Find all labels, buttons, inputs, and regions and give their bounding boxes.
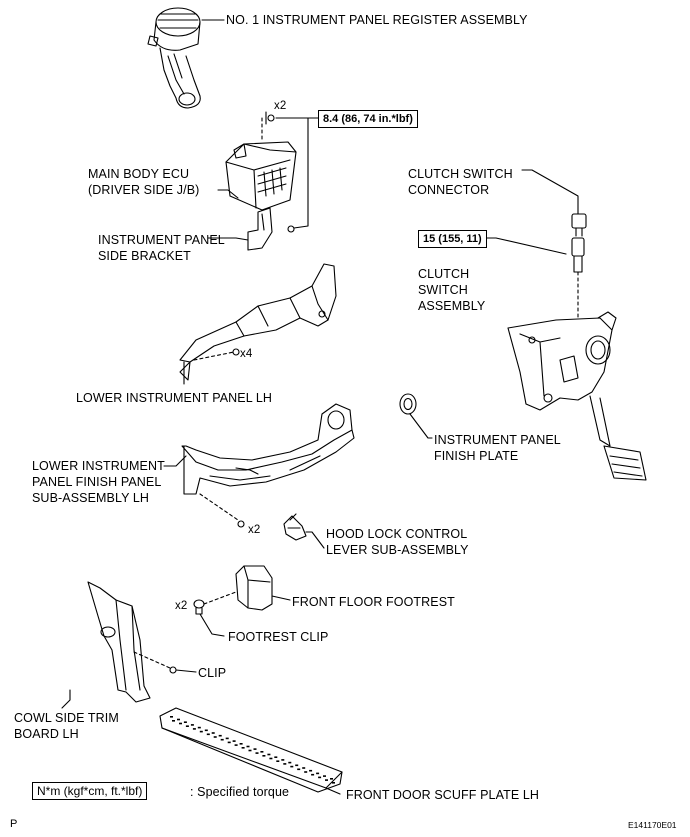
scuff-pattern-mark <box>241 747 245 749</box>
label-x4: x4 <box>240 348 253 360</box>
scuff-pattern-mark <box>283 763 287 765</box>
scuff-pattern-mark <box>246 745 250 748</box>
scuff-pattern-mark <box>325 779 328 781</box>
scuff-pattern-mark <box>318 776 322 779</box>
scuff-pattern-mark <box>316 772 320 775</box>
scuff-pattern-mark <box>248 749 252 752</box>
label-cowl-side-trim: COWL SIDE TRIM BOARD LH <box>14 711 119 741</box>
leader-clip <box>175 669 197 673</box>
scuff-pattern-mark <box>281 759 285 761</box>
scuff-pattern-mark <box>199 730 203 733</box>
label-x2-mid: x2 <box>248 524 261 536</box>
label-side-bracket: INSTRUMENT PANEL SIDE BRACKET <box>98 233 225 263</box>
label-lower-instrument-panel-lh: LOWER INSTRUMENT PANEL LH <box>76 391 273 405</box>
scuff-pattern-mark <box>192 728 196 730</box>
scuff-pattern-mark <box>304 771 308 773</box>
lower-panel-lh-drawing <box>179 263 337 381</box>
label-front-door-scuff-plate: FRONT DOOR SCUFF PLATE LH <box>346 788 540 802</box>
scuff-pattern-mark <box>311 773 315 776</box>
scuff-pattern-mark <box>190 724 194 726</box>
scuff-pattern-mark <box>290 765 294 768</box>
pedal-bracket-drawing <box>507 311 647 481</box>
scuff-pattern-mark <box>197 726 201 729</box>
scuff-pattern-mark <box>177 718 180 721</box>
label-clutch-switch-connector: CLUTCH SWITCH CONNECTOR <box>408 167 513 197</box>
scuff-pattern-mark <box>234 744 238 746</box>
leader-scuff <box>325 787 341 795</box>
scuff-pattern-mark <box>239 743 243 745</box>
scuff-pattern-mark <box>269 757 273 760</box>
leader-footrest <box>271 595 291 601</box>
label-x2-footrest: x2 <box>175 600 188 612</box>
scuff-pattern-mark <box>185 725 189 727</box>
label-main-body-ecu: MAIN BODY ECU (DRIVER SIDE J/B) <box>88 167 200 197</box>
scuff-pattern-mark <box>253 748 257 750</box>
footrest-clip-drawing <box>193 599 205 615</box>
label-hood-lock: HOOD LOCK CONTROL LEVER SUB-ASSEMBLY <box>326 527 469 557</box>
scuff-plate-pattern <box>170 716 335 784</box>
leader-cowl <box>61 689 71 709</box>
scuff-pattern-mark <box>206 733 210 736</box>
scuff-pattern-mark <box>302 767 306 769</box>
leader-finish-plate <box>409 413 433 439</box>
hood-lock-drawing <box>283 513 307 541</box>
footrest-drawing <box>235 565 273 611</box>
scuff-pattern-mark <box>255 752 259 754</box>
label-footrest-clip: FOOTREST CLIP <box>228 630 329 644</box>
scuff-pattern-mark <box>309 769 313 772</box>
scuff-pattern-mark <box>227 741 231 744</box>
scuff-pattern-mark <box>274 756 278 758</box>
torque-box-clutch: 15 (155, 11) <box>418 230 487 248</box>
label-clip: CLIP <box>198 666 227 680</box>
scuff-pattern-mark <box>179 722 182 725</box>
scuff-pattern-mark <box>218 734 222 737</box>
scuff-pattern-mark <box>262 755 266 757</box>
scuff-pattern-mark <box>232 740 236 742</box>
label-finish-panel: LOWER INSTRUMENT PANEL FINISH PANEL SUB-… <box>32 459 165 505</box>
clutch-switch-drawing <box>571 237 585 273</box>
legend-torque-box: N*m (kgf*cm, ft.*lbf) <box>32 782 148 800</box>
scuff-pattern-mark <box>330 778 333 780</box>
label-clutch-switch-assembly: CLUTCH SWITCH ASSEMBLY <box>418 267 486 313</box>
register-assembly-drawing <box>147 7 201 109</box>
scuff-pattern-mark <box>288 761 292 764</box>
scuff-pattern-mark <box>267 753 271 756</box>
leader-bracket <box>207 237 249 241</box>
scuff-pattern-mark <box>260 751 264 753</box>
scuff-pattern-mark <box>295 764 299 767</box>
leader-footrest-clip <box>199 613 225 637</box>
scuff-pattern-mark <box>332 782 335 784</box>
label-front-floor-footrest: FRONT FLOOR FOOTREST <box>292 595 455 609</box>
leader-ecu <box>217 189 239 199</box>
figure-id: E141170E01 <box>628 820 677 830</box>
label-x2-top: x2 <box>274 100 287 112</box>
corner-letter-p: P <box>10 818 18 830</box>
scuff-pattern-mark <box>220 738 224 741</box>
scuff-pattern-mark <box>225 737 229 740</box>
scuff-pattern-mark <box>323 775 326 777</box>
scuff-pattern-mark <box>172 720 175 722</box>
finish-panel-drawing <box>181 403 355 495</box>
label-register-assembly: NO. 1 INSTRUMENT PANEL REGISTER ASSEMBLY <box>226 13 528 27</box>
cowl-side-drawing <box>87 581 151 703</box>
scuff-pattern-mark <box>276 760 280 762</box>
scuff-pattern-mark <box>204 729 208 732</box>
scuff-pattern-mark <box>297 768 301 771</box>
leader-finish-panel <box>163 455 187 467</box>
main-body-ecu-drawing <box>225 111 297 211</box>
scuff-pattern-mark <box>170 716 173 718</box>
label-finish-plate: INSTRUMENT PANEL FINISH PLATE <box>434 433 561 463</box>
legend-torque-text: : Specified torque <box>190 785 290 799</box>
clutch-connector-drawing <box>571 213 587 237</box>
finish-plate-drawing <box>399 393 417 415</box>
leader-hood-lock <box>305 531 325 549</box>
leader-connector <box>521 169 579 215</box>
side-bracket-drawing <box>247 207 273 251</box>
scuff-pattern-mark <box>213 736 217 738</box>
scuff-pattern-mark <box>211 732 215 734</box>
torque-box-ecu: 8.4 (86, 74 in.*lbf) <box>318 110 418 128</box>
scuff-pattern-mark <box>183 721 187 723</box>
